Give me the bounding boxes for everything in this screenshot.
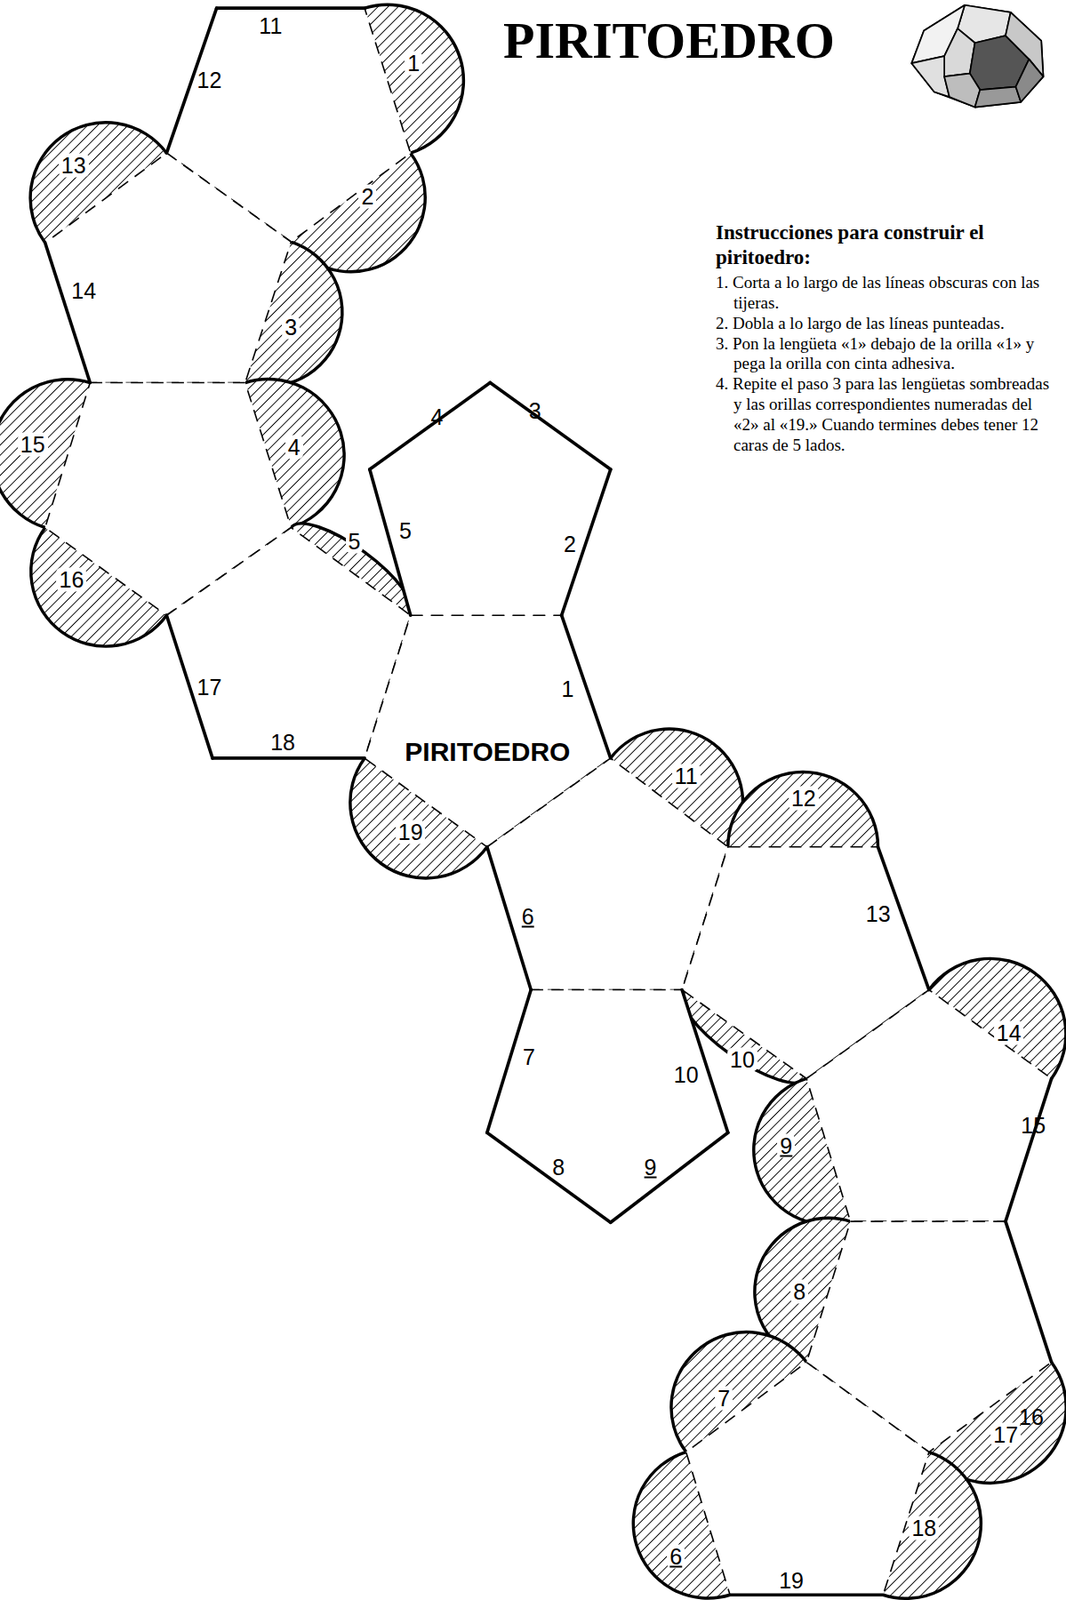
tab-number: 3	[281, 314, 300, 339]
pentagon-face	[487, 990, 729, 1224]
cut-line	[610, 1132, 729, 1223]
tab-number: 16	[56, 568, 87, 593]
tab-number: 6	[666, 1545, 685, 1570]
tab-number: 7	[714, 1386, 733, 1411]
cut-line	[1005, 1221, 1052, 1363]
tab-number: 5	[345, 528, 364, 554]
instructions-heading: Instrucciones para construir el piritoed…	[715, 220, 1061, 270]
pentagon-face	[686, 1362, 930, 1596]
tab-number: 8	[790, 1279, 809, 1304]
cut-line	[681, 990, 729, 1134]
tab-number: 12	[788, 786, 819, 811]
edge-number: 3	[528, 399, 542, 422]
tab-number: 14	[993, 1021, 1025, 1046]
edge-number: 7	[522, 1045, 536, 1068]
edge-number: 18	[270, 730, 296, 754]
pentagon-face	[487, 758, 729, 991]
cut-line	[561, 615, 611, 759]
edge-number: 5	[399, 520, 412, 543]
edge-number: 1	[561, 678, 575, 701]
edge-number: 14	[71, 280, 97, 303]
instruction-step: 2. Dobla a lo largo de las líneas puntea…	[715, 313, 1061, 335]
dodecahedron-icon	[911, 5, 1043, 108]
tab-number: 17	[990, 1422, 1021, 1447]
pentagon-face	[369, 382, 611, 616]
pentagon-face	[166, 527, 410, 758]
edge-number: 6	[521, 905, 535, 929]
pentagon-face	[806, 990, 1052, 1223]
face-title: PIRITOEDRO	[404, 737, 570, 768]
edge-number: 4	[431, 405, 444, 428]
tab-number: 1	[404, 51, 423, 76]
tab-number: 11	[672, 763, 701, 788]
cut-line	[45, 242, 91, 383]
edge-number: 17	[197, 675, 223, 698]
tab-number: 2	[358, 184, 377, 209]
instruction-step: 4. Repite el paso 3 para las lengüetas s…	[715, 374, 1061, 456]
cut-line	[487, 1132, 611, 1223]
edge-number: 19	[778, 1569, 804, 1592]
cut-line	[1005, 1078, 1052, 1222]
edge-number: 11	[258, 14, 282, 37]
face-label-box: PIRITOEDRO	[364, 616, 611, 849]
glue-tabs	[0, 4, 1066, 1599]
tab-number: 19	[395, 820, 426, 845]
edge-number: 15	[1020, 1114, 1046, 1137]
pentagon-face	[45, 152, 292, 383]
edge-number: 12	[197, 68, 223, 91]
instruction-step: 1. Corta a lo largo de las líneas obscur…	[715, 272, 1061, 314]
cut-line	[489, 382, 610, 470]
tab-number: 13	[58, 153, 89, 178]
tab-number: 18	[908, 1516, 939, 1541]
cut-line	[216, 6, 365, 10]
instructions: Instrucciones para construir el piritoed…	[715, 220, 1061, 456]
cut-lines	[45, 8, 1052, 1595]
cut-line	[212, 756, 365, 761]
tab-fill	[728, 771, 879, 847]
edge-number: 13	[865, 902, 891, 925]
tab-number: 10	[727, 1048, 758, 1073]
tab-number: 4	[285, 435, 304, 460]
edge-number: 2	[563, 533, 577, 556]
instruction-step: 3. Pon la lengüeta «1» debajo de la oril…	[715, 334, 1061, 376]
cut-line	[729, 1593, 883, 1597]
tab-number: 9	[777, 1133, 795, 1158]
cut-line	[369, 382, 490, 470]
tab-number: 15	[17, 432, 49, 457]
pentagon-faces	[45, 8, 1052, 1595]
cut-line	[561, 469, 611, 616]
title: PIRITOEDRO	[503, 12, 835, 70]
edge-number: 16	[1018, 1406, 1044, 1429]
edge-number: 10	[673, 1064, 699, 1087]
edge-number: 9	[644, 1155, 658, 1179]
cut-line	[369, 469, 411, 616]
tab-outline	[728, 771, 879, 847]
edge-number: 8	[552, 1155, 565, 1179]
